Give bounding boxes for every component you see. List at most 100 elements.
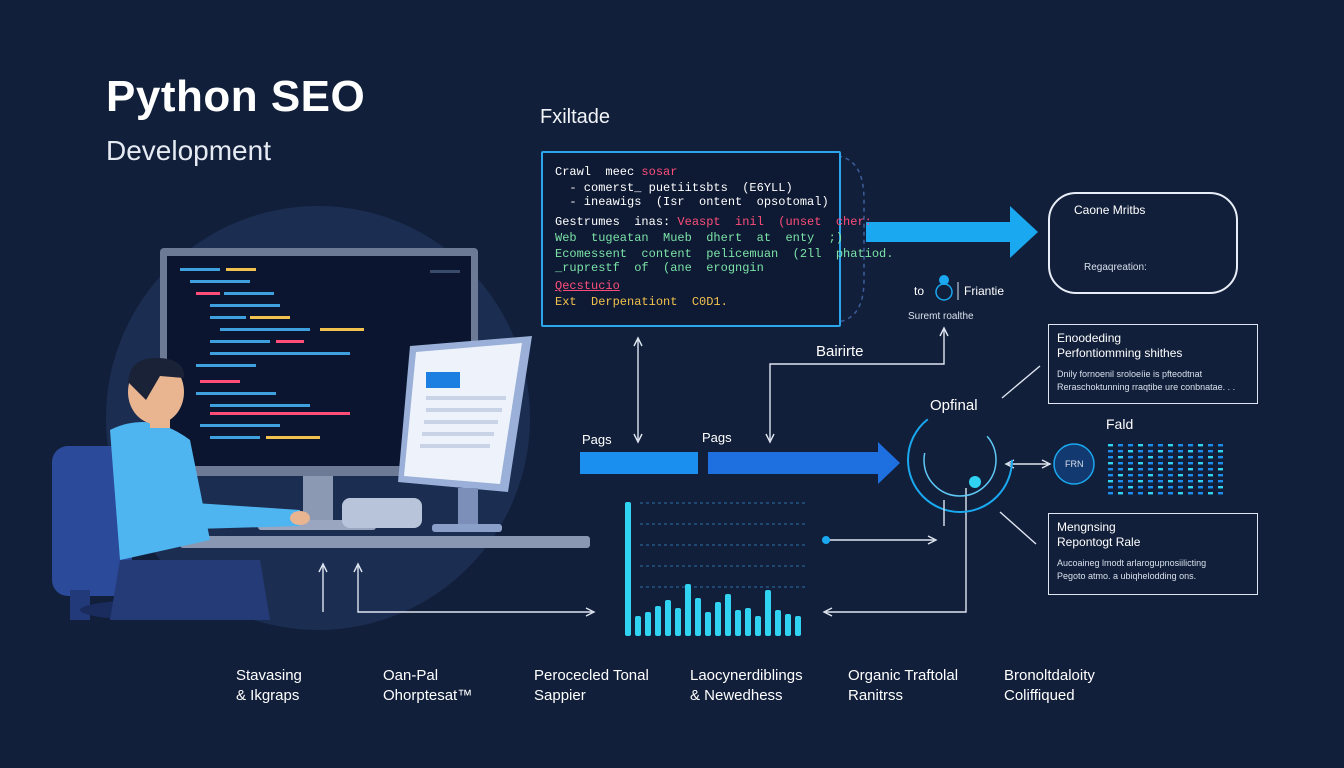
chart-bar [685, 584, 691, 636]
chart-bar [775, 610, 781, 636]
optimal-label: Opfinal [930, 397, 978, 414]
code-line: Ecomessent content pelicemuan (2ll phati… [555, 247, 894, 261]
matrix-dot [1108, 456, 1113, 459]
matrix-dot [1218, 480, 1223, 483]
panel-bottom-line2: Repontogt Rale [1057, 535, 1141, 549]
chart-bar [645, 612, 651, 636]
page-subtitle: Development [106, 135, 271, 166]
matrix-dot [1108, 444, 1113, 447]
matrix-dot [1178, 450, 1183, 453]
matrix-dot [1138, 486, 1143, 489]
matrix-dot [1188, 462, 1193, 465]
node-caption: Suremt roalthe [908, 311, 974, 322]
matrix-dot [1198, 456, 1203, 459]
bar-chart-icon [625, 502, 806, 636]
matrix-dot [1218, 444, 1223, 447]
fald-node [1053, 443, 1095, 485]
matrix-dot [1178, 444, 1183, 447]
matrix-dot [1128, 450, 1133, 453]
matrix-dot [1168, 474, 1173, 477]
matrix-dot [1188, 480, 1193, 483]
matrix-dot [1138, 492, 1143, 495]
chart-bar [625, 502, 631, 636]
matrix-dot [1168, 468, 1173, 471]
matrix-dot [1198, 486, 1203, 489]
matrix-dot [1208, 474, 1213, 477]
chart-bar [745, 608, 751, 636]
chart-bar [695, 598, 701, 636]
matrix-dot [1108, 480, 1113, 483]
matrix-dot [1128, 468, 1133, 471]
node-label: Friantie [964, 284, 1005, 298]
panel-top-body1: Dnily fornoenil sroloeíie is pfteodtnat [1057, 369, 1203, 379]
matrix-dot [1148, 468, 1153, 471]
page-title: Python SEO [106, 72, 366, 121]
to-label: to [914, 284, 925, 298]
matrix-dot [1158, 492, 1163, 495]
chart-bar [765, 590, 771, 636]
pill-note: Regaqreation: [1084, 262, 1147, 273]
matrix-dot [1198, 444, 1203, 447]
matrix-dot [1208, 492, 1213, 495]
matrix-dot [1128, 486, 1133, 489]
fald-node-text: FRN [1065, 459, 1084, 469]
matrix-dot [1198, 480, 1203, 483]
matrix-dot [1208, 444, 1213, 447]
pill-title: Caone Mritbs [1074, 203, 1146, 217]
matrix-dot [1198, 450, 1203, 453]
person-illustration [52, 357, 310, 620]
keyboard [342, 498, 422, 528]
matrix-dot [1128, 474, 1133, 477]
matrix-dot [1128, 480, 1133, 483]
matrix-dot [1178, 468, 1183, 471]
matrix-dot [1158, 462, 1163, 465]
flow-title: Fxiltade [540, 106, 611, 128]
panel-top-body2: Reraschoktunning rraqtibe ure conbnatae.… [1057, 382, 1236, 392]
code-line: - ineawigs (Isr ontent opsotomal) [555, 195, 829, 209]
matrix-dot [1128, 456, 1133, 459]
connectors [318, 326, 1052, 617]
matrix-dot [1158, 468, 1163, 471]
matrix-dot [1148, 456, 1153, 459]
code-lines [180, 268, 460, 439]
matrix-dot [1208, 480, 1213, 483]
chart-bar [725, 594, 731, 636]
matrix-dot [1138, 444, 1143, 447]
panel-performance: Enoodeding Perfontiomming shithes Dnily … [1048, 324, 1258, 404]
matrix-dot [1208, 462, 1213, 465]
matrix-dot [1108, 462, 1113, 465]
chart-bar [675, 608, 681, 636]
matrix-dot [1108, 486, 1113, 489]
chart-bar [785, 614, 791, 636]
chart-bar [795, 616, 801, 636]
matrix-dot [1118, 444, 1123, 447]
matrix-dot [1218, 462, 1223, 465]
matrix-dot [1168, 480, 1173, 483]
chart-bar [755, 616, 761, 636]
matrix-dot [1118, 450, 1123, 453]
matrix-dot [1188, 468, 1193, 471]
pages-bar-left [580, 452, 698, 474]
matrix-dot [1158, 450, 1163, 453]
pages-right-label: Pags [702, 430, 732, 445]
person-pin-icon [935, 275, 959, 301]
matrix-dot [1188, 444, 1193, 447]
code-line: Qecstucio [555, 279, 620, 293]
matrix-dot [1208, 486, 1213, 489]
matrix-dot [1158, 486, 1163, 489]
matrix-dot [1188, 456, 1193, 459]
dot-matrix-icon [1108, 444, 1223, 495]
matrix-dot [1178, 474, 1183, 477]
matrix-dot [1118, 468, 1123, 471]
matrix-dot [1128, 462, 1133, 465]
matrix-dot [1148, 474, 1153, 477]
matrix-dot [1138, 480, 1143, 483]
fald-label: Fald [1106, 416, 1134, 432]
matrix-dot [1208, 456, 1213, 459]
matrix-dot [1118, 492, 1123, 495]
matrix-dot [1168, 486, 1173, 489]
optimal-gauge [907, 407, 1013, 526]
matrix-dot [1178, 462, 1183, 465]
